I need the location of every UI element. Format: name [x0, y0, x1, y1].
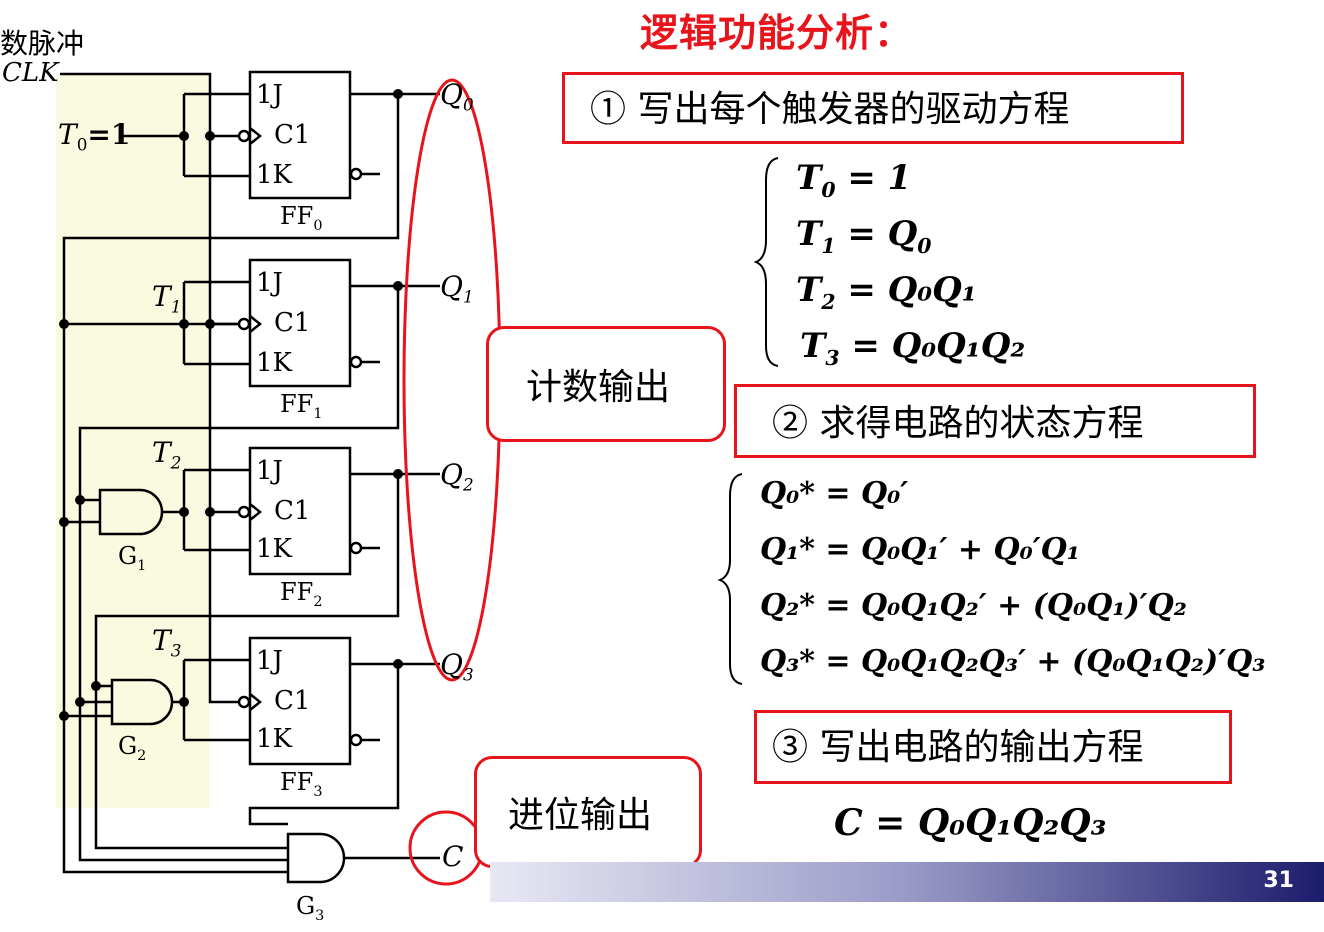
step2-box [734, 384, 1256, 458]
ff2-pin-c: C1 [274, 496, 311, 526]
q1-label: Q1 [440, 270, 474, 307]
g2-name: G2 [118, 732, 147, 764]
ff3-name: FF3 [280, 768, 323, 800]
c-label: C [442, 840, 464, 873]
step1-box [562, 72, 1184, 144]
ff2-pin-k: 1K [256, 534, 292, 564]
drive-eq-0: T0 = 1 [796, 158, 912, 202]
t0-label: T0=1 [58, 118, 131, 155]
q0-label: Q0 [440, 78, 474, 115]
ff1-pin-c: C1 [274, 308, 311, 338]
drive-eq-1: T1 = Q0 [796, 214, 932, 258]
page-number: 31 [1263, 868, 1294, 893]
state-eq-1: Q₁* = Q₀Q₁′ + Q₀′Q₁ [760, 532, 1080, 567]
ff1-pin-k: 1K [256, 348, 292, 378]
g1-name: G1 [118, 542, 147, 574]
q2-label: Q2 [440, 458, 474, 495]
t3-label: T3 [152, 624, 182, 661]
ff1-name: FF1 [280, 390, 323, 422]
clk-label: CLK [2, 58, 59, 88]
state-eq-3: Q₃* = Q₀Q₁Q₂Q₃′ + (Q₀Q₁Q₂)′Q₃ [760, 644, 1266, 679]
output-eq: C = Q₀Q₁Q₂Q₃ [834, 802, 1107, 844]
step1-text: ① 写出每个触发器的驱动方程 [590, 89, 1070, 130]
page-footer-bar: 31 [490, 862, 1324, 902]
ff3-pin-c: C1 [274, 686, 311, 716]
ff0-pin-j: 1J [256, 80, 283, 110]
ff2-pin-j: 1J [256, 456, 283, 486]
ff2-name: FF2 [280, 578, 323, 610]
ff0-pin-k: 1K [256, 160, 292, 190]
ff3-pin-k: 1K [256, 724, 292, 754]
clock-label: 数脉冲 [0, 27, 85, 60]
step3-text: ③ 写出电路的输出方程 [772, 727, 1144, 768]
ff3-pin-j: 1J [256, 646, 283, 676]
carry-output-label: 进位输出 [508, 795, 653, 836]
ff1-pin-j: 1J [256, 268, 283, 298]
drive-eq-2: T2 = Q₀Q₁ [796, 270, 977, 314]
t2-label: T2 [152, 436, 182, 473]
step3-box [754, 710, 1232, 784]
count-output-box [486, 326, 726, 442]
drive-eq-3: T3 = Q₀Q₁Q₂ [800, 326, 1026, 370]
state-eq-2: Q₂* = Q₀Q₁Q₂′ + (Q₀Q₁)′Q₂ [760, 588, 1187, 623]
q3-label: Q3 [440, 648, 474, 685]
step2-text: ② 求得电路的状态方程 [772, 403, 1144, 444]
ff0-name: FF0 [280, 202, 323, 234]
t1-label: T1 [152, 280, 182, 317]
state-eq-0: Q₀* = Q₀′ [760, 476, 909, 511]
ff0-pin-c: C1 [274, 120, 311, 150]
slide-title: 逻辑功能分析： [640, 10, 914, 55]
g3-name: G3 [296, 892, 325, 924]
count-output-label: 计数输出 [526, 367, 671, 408]
